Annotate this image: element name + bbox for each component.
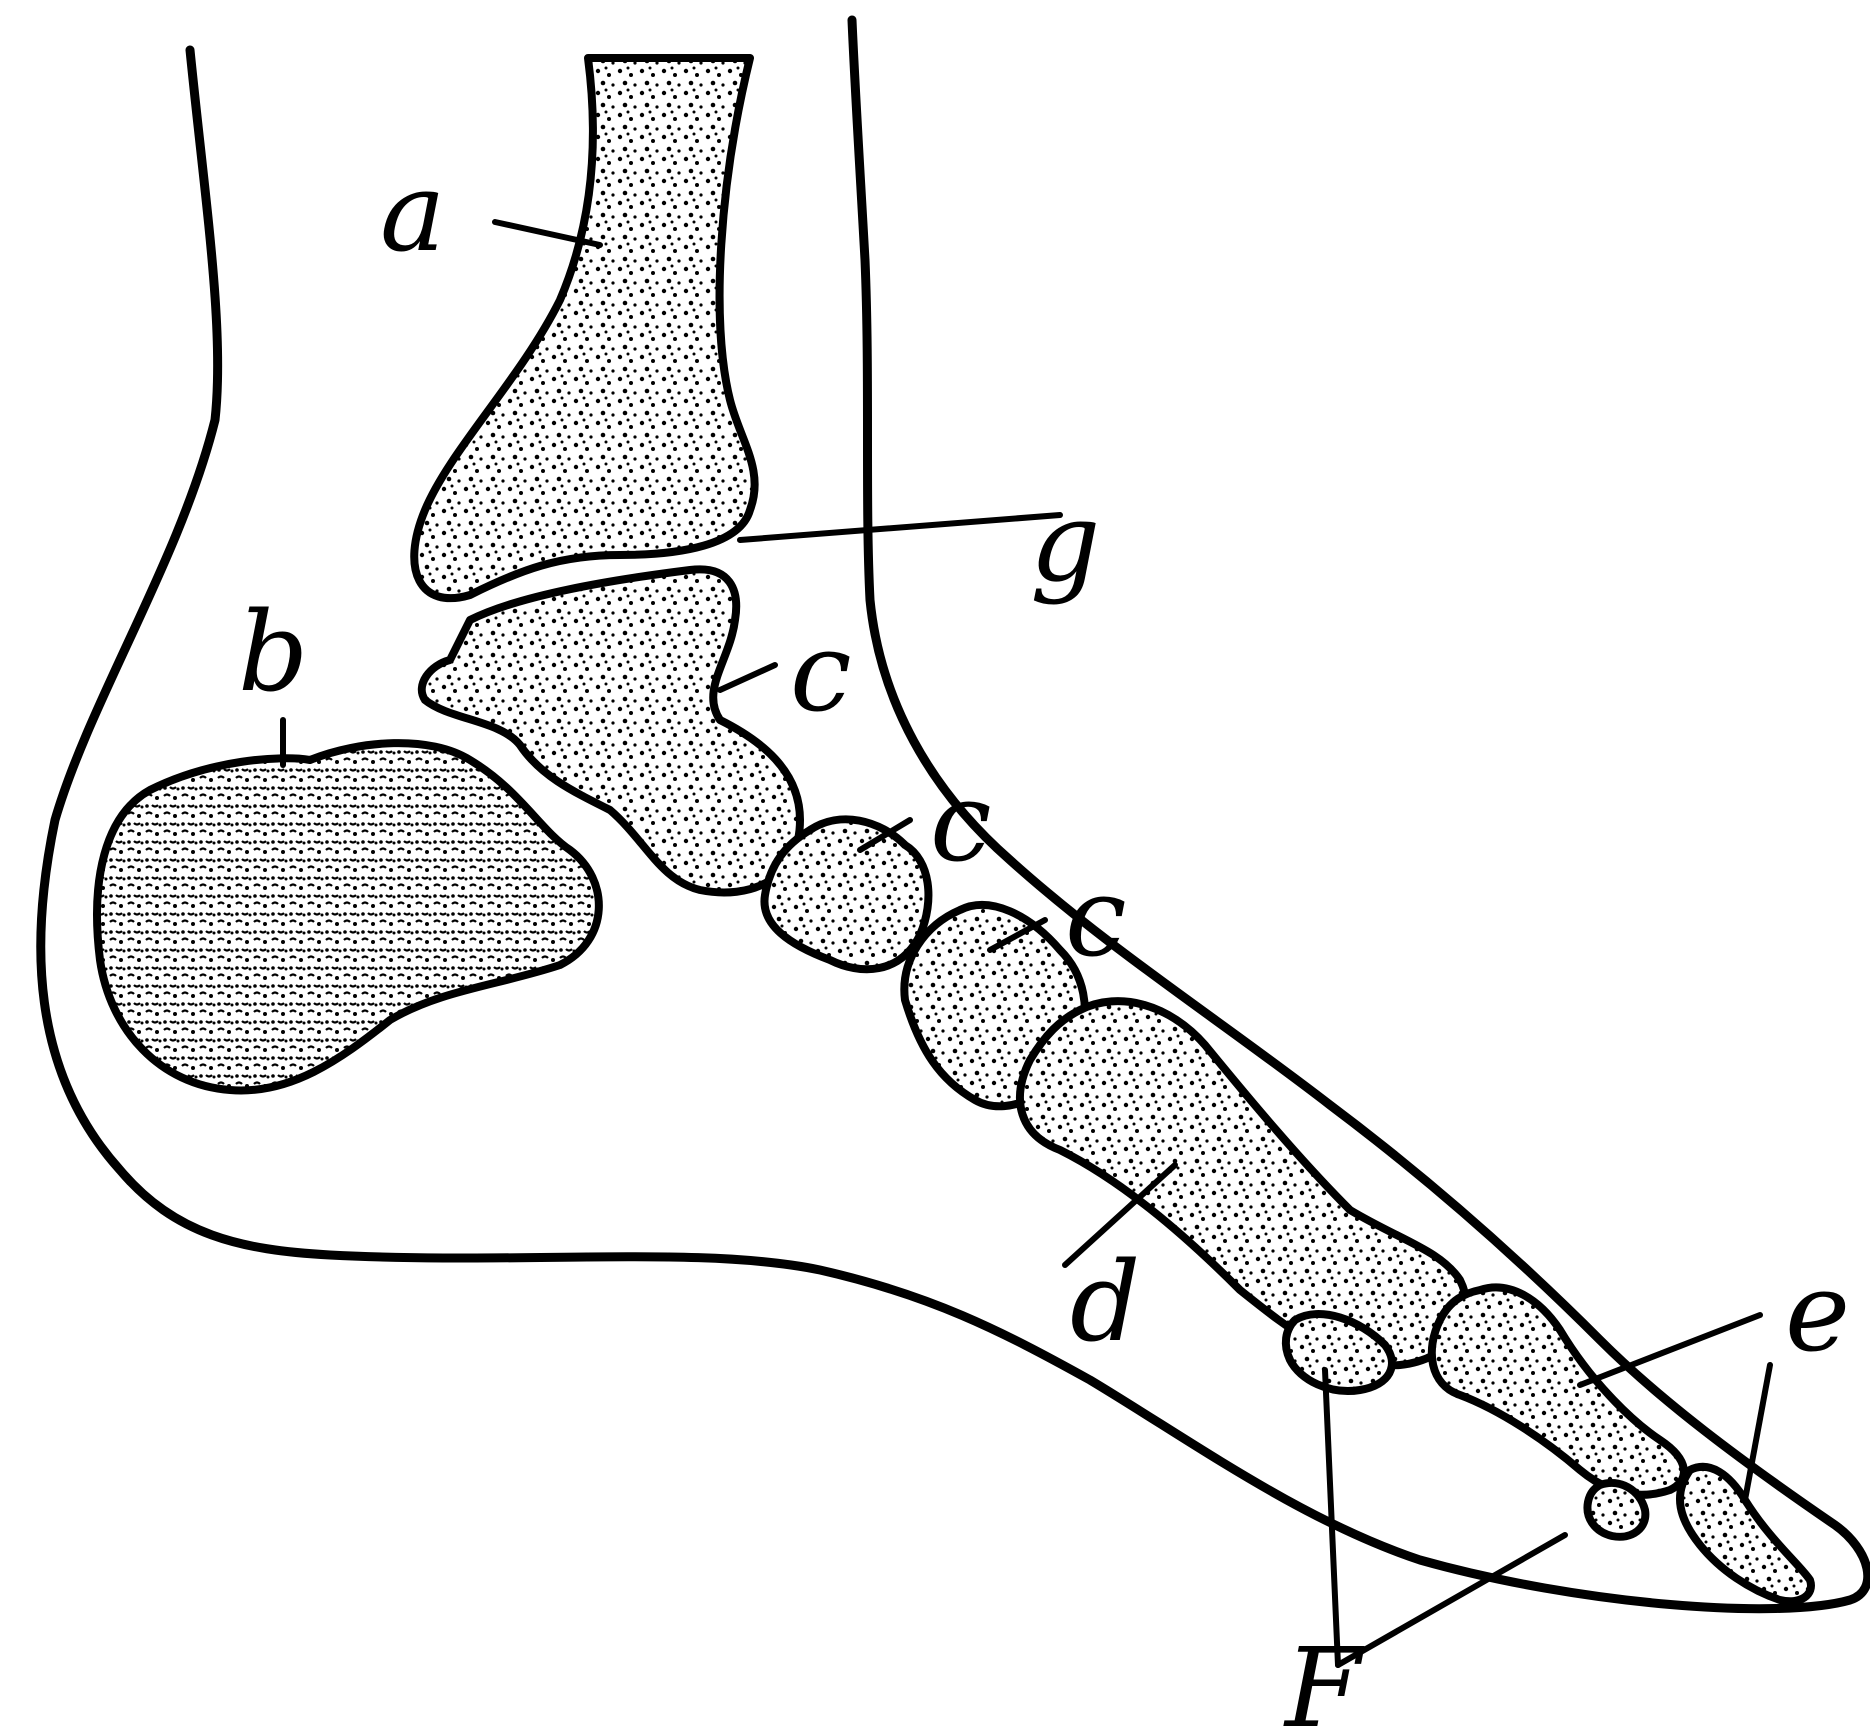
label-d: d <box>1070 1238 1140 1366</box>
toe-sesamoid-bone <box>1587 1483 1645 1537</box>
label-a: a <box>380 148 446 276</box>
leader-line-f2 <box>1338 1535 1565 1665</box>
label-c-cuneiform: c <box>1065 853 1127 981</box>
label-g: g <box>1030 478 1100 606</box>
label-f: F <box>1283 1624 1365 1726</box>
proximal-phalanx-bone <box>1432 1287 1684 1494</box>
calcaneus-bone <box>97 743 599 1090</box>
leader-line-g <box>740 515 1060 540</box>
label-c-talus: c <box>790 608 852 736</box>
label-e: e <box>1785 1248 1850 1376</box>
navicular-bone <box>764 819 928 969</box>
label-b: b <box>238 588 308 716</box>
leader-line-c1 <box>720 665 775 690</box>
label-c-navicular: c <box>930 758 992 886</box>
tibia-bone <box>414 58 754 598</box>
